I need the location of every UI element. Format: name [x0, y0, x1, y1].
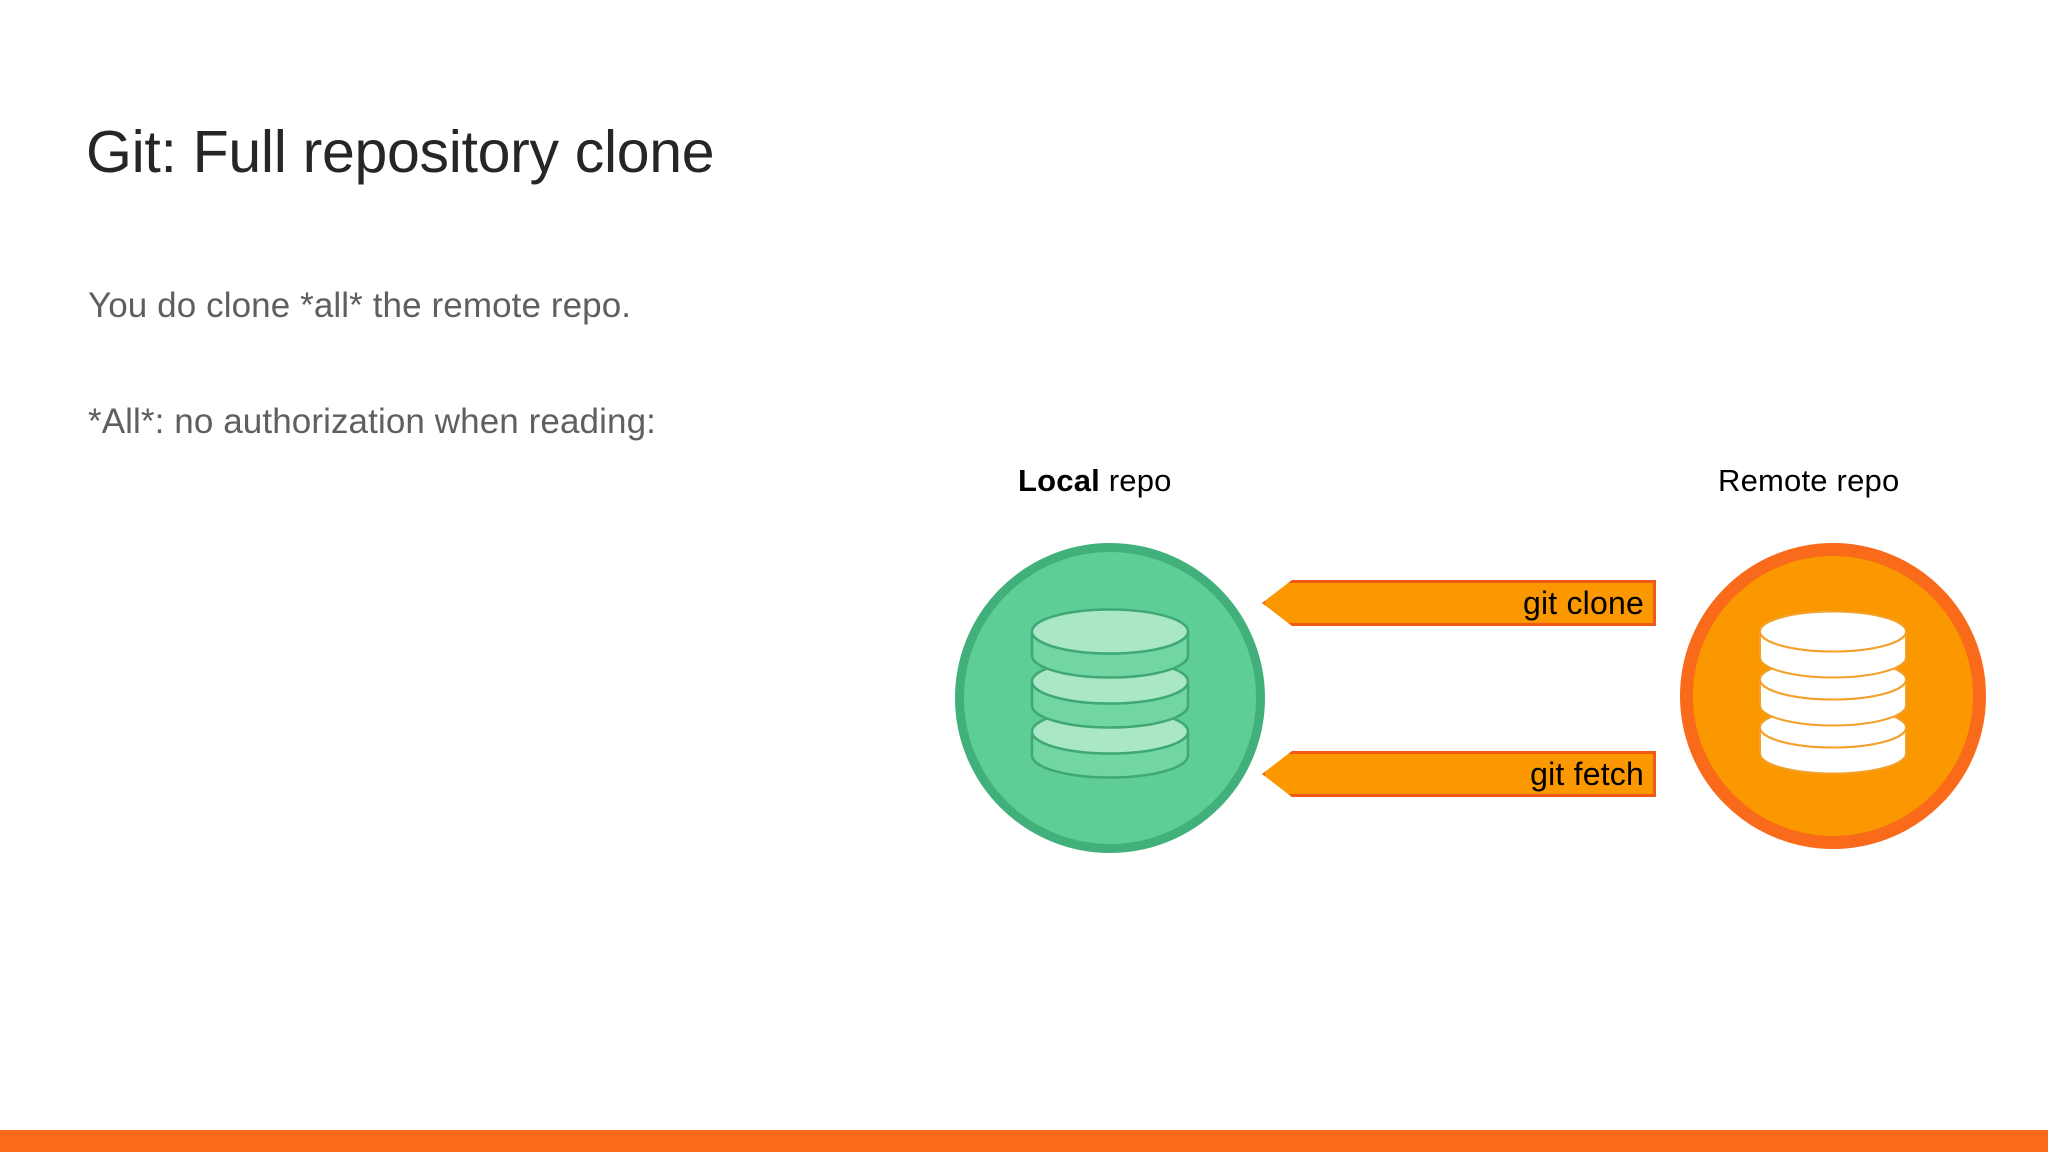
- bottom-accent-bar: [0, 1130, 2048, 1152]
- remote-repo-label-plain: Remote repo: [1718, 463, 1900, 498]
- remote-repo-label: Remote repo: [1718, 463, 1899, 499]
- left-arrow-icon: [1262, 751, 1656, 797]
- git-clone-arrow: git clone: [1262, 580, 1656, 626]
- clone-diagram: Local repo Remote repo: [900, 440, 2048, 870]
- database-icon: [1756, 608, 1910, 785]
- local-repo-label-strong: Local: [1018, 463, 1100, 498]
- local-repo-node: [955, 543, 1265, 853]
- remote-repo-node: [1680, 543, 1986, 849]
- body-line-1: You do clone *all* the remote repo.: [88, 286, 632, 325]
- body-line-2: *All*: no authorization when reading:: [88, 402, 656, 441]
- git-fetch-arrow: git fetch: [1262, 751, 1656, 797]
- left-arrow-icon: [1262, 580, 1656, 626]
- page-title: Git: Full repository clone: [86, 119, 715, 185]
- local-repo-label-plain: repo: [1099, 463, 1172, 498]
- local-repo-label: Local repo: [1018, 463, 1172, 499]
- git-fetch-arrow-label: git fetch: [1530, 755, 1644, 792]
- database-icon: [1026, 608, 1194, 789]
- git-clone-arrow-label: git clone: [1523, 584, 1644, 621]
